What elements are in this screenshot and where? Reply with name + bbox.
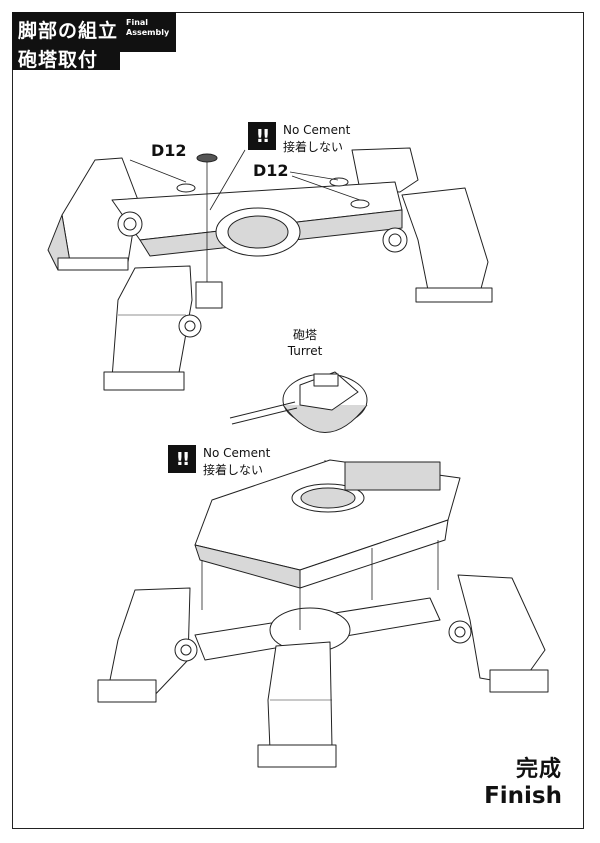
- no-cement-note-bottom: !! No Cement 接着しない: [168, 445, 270, 479]
- finish-label-jp: 完成: [515, 757, 562, 782]
- title-en-line1: Final: [126, 18, 149, 27]
- part-label-d12-right: D12: [253, 161, 289, 180]
- turret-label: 砲塔 Turret: [284, 327, 326, 359]
- bottom-finished-vehicle: [97, 459, 549, 768]
- no-cement-en: No Cement: [203, 446, 271, 460]
- part-label-d12-left: D12: [151, 141, 187, 160]
- turret-label-en: Turret: [287, 344, 323, 358]
- leg-back-right: [351, 147, 419, 193]
- no-cement-en: No Cement: [283, 123, 351, 137]
- no-cement-jp: 接着しない: [203, 463, 264, 477]
- title-en-line2: Assembly: [126, 28, 170, 37]
- warning-icon: !!: [248, 122, 276, 150]
- title-block: 脚部の組立 砲塔取付 Final Assembly: [12, 12, 188, 71]
- warning-icon: !!: [168, 445, 196, 473]
- title-jp-line2: 砲塔取付: [18, 49, 99, 71]
- no-cement-jp: 接着しない: [283, 140, 344, 154]
- turret-label-jp: 砲塔: [292, 328, 317, 342]
- finish-label-en: Finish: [484, 783, 562, 809]
- title-en: Final Assembly: [126, 18, 169, 38]
- title-jp-line1: 脚部の組立: [18, 20, 119, 42]
- page-frame: [12, 12, 584, 829]
- finish-label: 完成 Finish: [484, 751, 562, 809]
- top-leg-assembly: [47, 147, 493, 391]
- turret-drawing: [229, 371, 368, 490]
- no-cement-text-top: No Cement 接着しない: [283, 122, 350, 156]
- leg-front-right: [401, 187, 489, 301]
- title-notch: [120, 52, 188, 70]
- no-cement-note-top: !! No Cement 接着しない: [248, 122, 350, 156]
- no-cement-text-bottom: No Cement 接着しない: [203, 445, 270, 479]
- leg-front: [267, 641, 333, 751]
